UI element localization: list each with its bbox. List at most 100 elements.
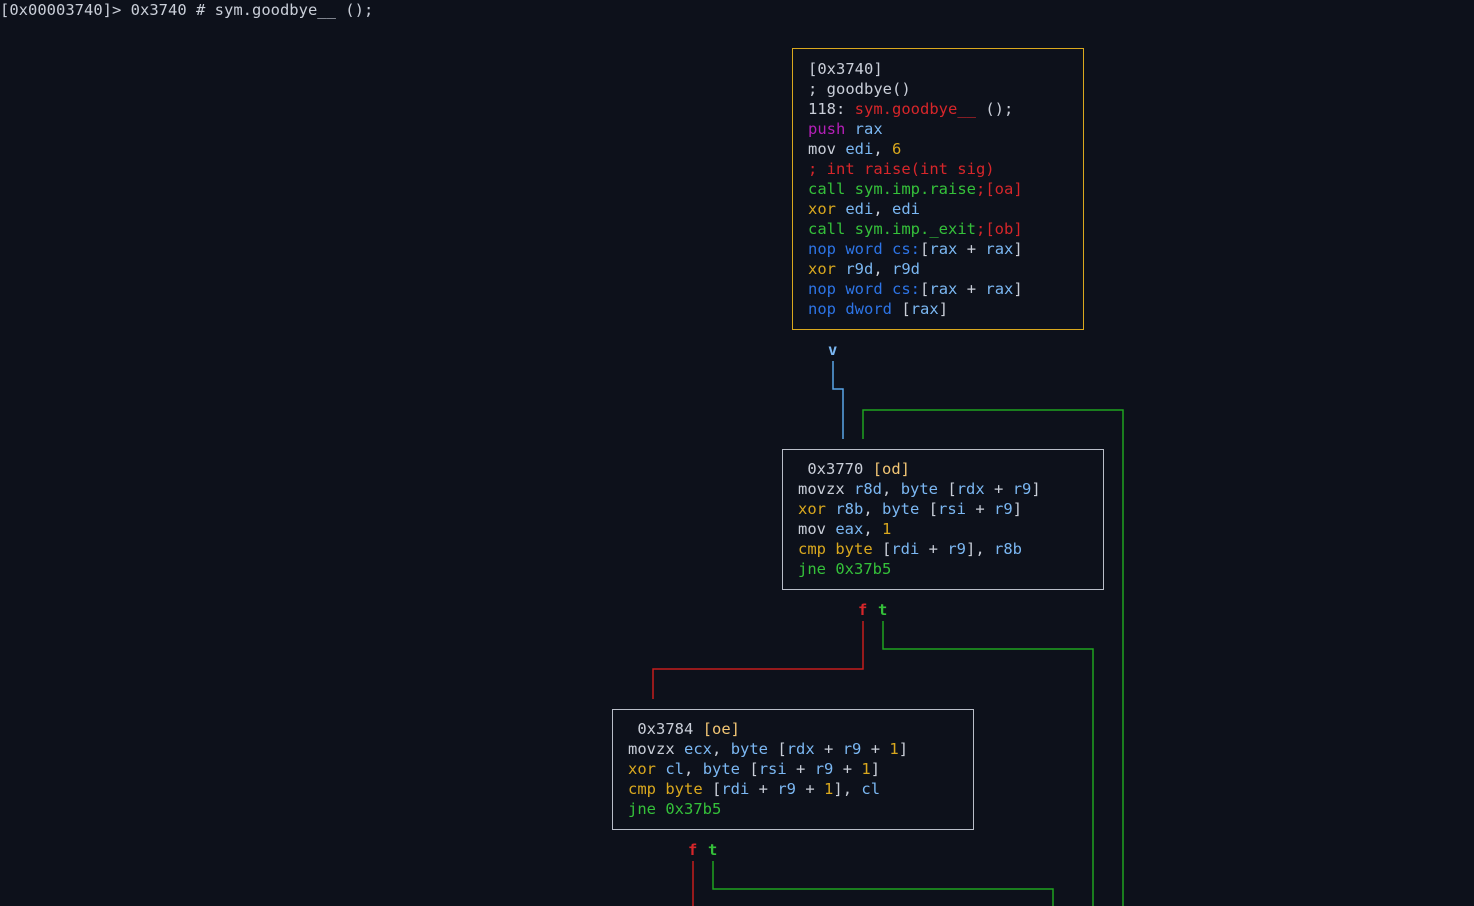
- asm-token: 0x3770: [798, 460, 873, 478]
- asm-token: [: [920, 240, 930, 258]
- asm-token: [836, 240, 845, 258]
- asm-token: rax: [985, 240, 1014, 258]
- prompt-command: 0x3740 # sym.goodbye__ ();: [130, 1, 374, 19]
- asm-token: [: [702, 780, 722, 798]
- asm-token: sym.goodbye__: [854, 100, 976, 118]
- asm-line: call sym.imp.raise;[oa]: [808, 179, 1083, 199]
- asm-line: cmp byte [rdi + r9 + 1], cl: [628, 779, 973, 799]
- asm-token: [oe]: [702, 720, 740, 738]
- asm-token: rdx: [956, 480, 985, 498]
- asm-token: jne: [798, 560, 826, 578]
- asm-token: ;[oa]: [976, 180, 1023, 198]
- asm-token: nop: [808, 300, 836, 318]
- asm-token: r8b: [994, 540, 1023, 558]
- asm-token: movzx: [798, 480, 845, 498]
- asm-token: [836, 200, 845, 218]
- asm-token: push: [808, 120, 846, 138]
- asm-token: 1: [861, 760, 871, 778]
- asm-token: cl: [665, 760, 685, 778]
- asm-token: cs:: [892, 240, 921, 258]
- asm-token: ]: [1013, 280, 1023, 298]
- asm-token: ],: [966, 540, 995, 558]
- asm-line: 0x3784 [oe]: [628, 719, 973, 739]
- asm-token: byte: [730, 740, 769, 758]
- edge-label-uncond: v: [828, 341, 838, 359]
- asm-token: [836, 260, 845, 278]
- asm-line: 118: sym.goodbye__ ();: [808, 99, 1083, 119]
- asm-token: xor: [808, 200, 836, 218]
- asm-token: [: [919, 500, 939, 518]
- asm-token: rdi: [891, 540, 920, 558]
- asm-token: [826, 500, 835, 518]
- asm-token: word: [845, 280, 883, 298]
- asm-token: [675, 740, 684, 758]
- asm-token: [656, 780, 665, 798]
- edge-label-false-od: f: [858, 601, 868, 619]
- asm-token: ecx: [684, 740, 713, 758]
- asm-token: rax: [910, 300, 939, 318]
- asm-token: r8b: [835, 500, 864, 518]
- asm-token: [836, 280, 845, 298]
- asm-token: nop: [808, 240, 836, 258]
- asm-token: [656, 800, 665, 818]
- asm-token: 0x3784: [628, 720, 703, 738]
- asm-token: ,: [873, 200, 893, 218]
- edge-loop: [862, 409, 1124, 906]
- asm-token: [845, 480, 854, 498]
- asm-token: ]: [1012, 500, 1023, 518]
- edge-uncond: [832, 361, 844, 439]
- asm-token: cs:: [892, 280, 921, 298]
- asm-token: rax: [985, 280, 1014, 298]
- edge-label-false-oe: f: [688, 841, 698, 859]
- asm-line: movzx ecx, byte [rdx + r9 + 1]: [628, 739, 973, 759]
- asm-token: 0x37b5: [665, 800, 722, 818]
- asm-token: ();: [976, 100, 1014, 118]
- asm-token: [845, 120, 854, 138]
- asm-token: ]: [898, 740, 909, 758]
- asm-line: xor r9d, r9d: [808, 259, 1083, 279]
- asm-token: xor: [808, 260, 836, 278]
- asm-token: 1: [889, 740, 899, 758]
- command-prompt[interactable]: [0x00003740]> 0x3740 # sym.goodbye__ ();: [0, 0, 373, 20]
- asm-token: +: [919, 540, 948, 558]
- prompt-address: [0x00003740]>: [0, 1, 122, 19]
- asm-token: [845, 220, 854, 238]
- asm-token: +: [814, 740, 843, 758]
- asm-token: +: [966, 500, 995, 518]
- asm-token: ,: [684, 760, 703, 778]
- asm-token: ]: [938, 300, 949, 318]
- asm-token: 118:: [808, 100, 855, 118]
- asm-token: ;[ob]: [976, 220, 1023, 238]
- asm-line: 0x3770 [od]: [798, 459, 1103, 479]
- asm-token: byte: [882, 500, 920, 518]
- asm-token: +: [833, 760, 862, 778]
- asm-token: ; goodbye(): [808, 80, 911, 98]
- asm-token: +: [984, 480, 1013, 498]
- asm-line: xor cl, byte [rsi + r9 + 1]: [628, 759, 973, 779]
- graph-block-0x3784[interactable]: 0x3784 [oe]movzx ecx, byte [rdx + r9 + 1…: [612, 709, 974, 830]
- graph-block-0x3770[interactable]: 0x3770 [od]movzx r8d, byte [rdx + r9]xor…: [782, 449, 1104, 590]
- asm-token: ],: [833, 780, 862, 798]
- asm-token: r9d: [892, 260, 921, 278]
- asm-token: 0x37b5: [835, 560, 892, 578]
- graph-block-goodbye[interactable]: [0x3740]; goodbye()118: sym.goodbye__ ()…: [792, 48, 1084, 330]
- asm-token: [826, 520, 835, 538]
- asm-token: call: [808, 180, 846, 198]
- asm-token: r8d: [854, 480, 883, 498]
- asm-token: ]: [1031, 480, 1041, 498]
- asm-line: jne 0x37b5: [798, 559, 1103, 579]
- asm-line: cmp byte [rdi + r9], r8b: [798, 539, 1103, 559]
- asm-token: +: [957, 280, 986, 298]
- asm-token: [: [740, 760, 759, 778]
- asm-token: 1: [824, 780, 834, 798]
- asm-token: rax: [929, 240, 958, 258]
- asm-token: cmp: [628, 780, 656, 798]
- asm-token: [883, 280, 892, 298]
- asm-token: rdx: [786, 740, 815, 758]
- asm-token: [836, 140, 845, 158]
- asm-token: byte: [702, 760, 741, 778]
- asm-token: r9: [947, 540, 967, 558]
- asm-token: jne: [628, 800, 656, 818]
- asm-token: edi: [845, 200, 874, 218]
